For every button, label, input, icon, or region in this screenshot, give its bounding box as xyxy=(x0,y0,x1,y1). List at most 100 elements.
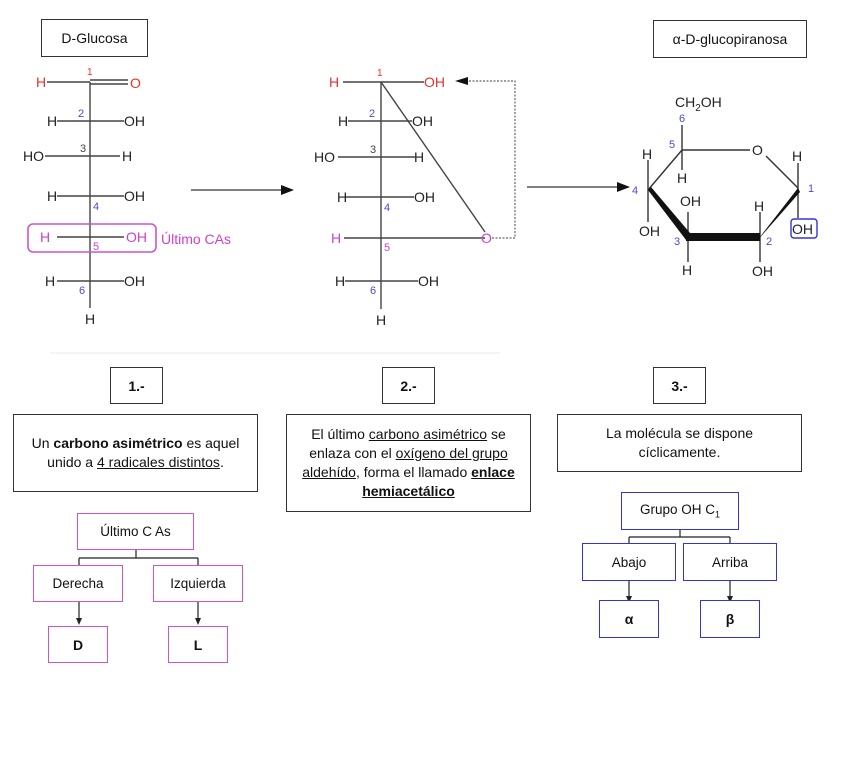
carbon-number: 2 xyxy=(78,108,84,120)
text: Un xyxy=(31,435,54,451)
carbon-number: 3 xyxy=(674,236,680,248)
title-text: D-Glucosa xyxy=(61,30,128,46)
c3-right: H xyxy=(414,149,424,165)
node-label: Grupo OH C1 xyxy=(639,502,721,520)
c6-left: H xyxy=(335,273,345,289)
c4-up: H xyxy=(642,146,652,162)
tree1-left-leaf: D xyxy=(48,626,108,663)
text: El último xyxy=(311,426,369,442)
tree3-right: Arriba xyxy=(683,543,777,581)
carbon-number: 6 xyxy=(370,285,376,297)
c2-left: H xyxy=(338,113,348,129)
carbon-number: 2 xyxy=(766,236,772,248)
carbon-number: 6 xyxy=(679,113,685,125)
c5-down: H xyxy=(677,170,687,186)
c3-left: HO xyxy=(314,149,335,165)
arrow-down-icon xyxy=(626,596,632,603)
text: . xyxy=(219,454,224,470)
carbon-number: 5 xyxy=(669,139,675,151)
fischer-hemiacetal xyxy=(338,80,516,309)
arrow-down-icon xyxy=(195,618,201,625)
carbon-number: 1 xyxy=(808,183,814,195)
carbon-number: 4 xyxy=(632,185,638,197)
c1-left: H xyxy=(329,74,339,90)
ring-oxygen: O xyxy=(752,142,763,158)
ring-oxygen: O xyxy=(481,230,492,246)
haworth-ring xyxy=(647,125,799,262)
c5-right: OH xyxy=(126,229,147,245)
c2-right: OH xyxy=(124,113,145,129)
c4-left: H xyxy=(337,189,347,205)
node-label: α xyxy=(624,611,634,627)
carbon-number: 3 xyxy=(80,143,86,155)
arrow-right-icon xyxy=(191,185,294,195)
title-d-glucosa: D-Glucosa xyxy=(41,19,148,57)
title-alpha-d-glucopiranosa: α-D-glucopiranosa xyxy=(653,20,807,58)
c3-down: H xyxy=(682,262,692,278)
fischer-open-chain xyxy=(27,79,157,308)
tree1-right: Izquierda xyxy=(153,565,243,602)
c2-right: OH xyxy=(412,113,433,129)
tree1-right-leaf: L xyxy=(168,626,228,663)
c4-right: OH xyxy=(124,188,145,204)
underlined-term: carbono asimétrico xyxy=(368,426,488,442)
wedge-bond xyxy=(686,233,760,241)
bottom-h: H xyxy=(85,311,95,327)
underlined-term: 4 radicales distintos xyxy=(96,454,220,470)
carbon-number: 6 xyxy=(79,285,85,297)
step-label: 2.- xyxy=(400,377,417,394)
c5-left: H xyxy=(40,229,50,245)
title-text: α-D-glucopiranosa xyxy=(672,31,788,47)
c3-left: HO xyxy=(23,148,44,164)
tree3-root: Grupo OH C1 xyxy=(621,492,739,530)
c6-left: H xyxy=(45,273,55,289)
arrow-down-icon xyxy=(76,618,82,625)
carbon-number: 1 xyxy=(87,67,93,78)
tree3-connectors xyxy=(628,529,731,598)
carbon-number: 2 xyxy=(369,108,375,120)
tree1-left: Derecha xyxy=(33,565,123,602)
c1-o: O xyxy=(130,75,141,91)
ultimo-cas-label: Último CAs xyxy=(161,231,231,247)
tree1-connectors xyxy=(78,549,199,620)
text: se enlaza con el xyxy=(309,426,506,461)
node-label: β xyxy=(725,611,735,627)
underlined-term: oxígeno del grupo aldehído xyxy=(302,445,508,480)
oh-highlight-box xyxy=(790,218,818,239)
c1-up: H xyxy=(792,148,802,164)
carbon-number: 3 xyxy=(370,144,376,156)
bottom-h: H xyxy=(376,312,386,328)
text: La molécula se dispone cíclicamente. xyxy=(605,425,754,460)
step-label: 3.- xyxy=(671,377,688,394)
c1-right: OH xyxy=(424,74,445,90)
description-1: Un carbono asimétrico es aquel unido a 4… xyxy=(13,414,258,492)
bold-underlined-term: enlace hemiacetálico xyxy=(362,464,515,499)
text: , forma el llamado xyxy=(355,464,472,480)
c3-up: OH xyxy=(680,193,701,209)
node-label: Arriba xyxy=(711,554,748,570)
wedge-bond xyxy=(757,188,800,241)
c5-left: H xyxy=(331,230,341,246)
carbon-number: 1 xyxy=(377,68,383,79)
bold-term: carbono asimétrico xyxy=(53,435,183,451)
c4-left: H xyxy=(47,188,57,204)
c1-down: OH xyxy=(792,221,813,237)
step-1-box: 1.- xyxy=(110,367,163,404)
node-label: D xyxy=(72,636,84,653)
ch2oh-label: CH2OH xyxy=(675,94,722,114)
c4-right: OH xyxy=(414,189,435,205)
carbon-number: 5 xyxy=(93,241,99,253)
c4-down: OH xyxy=(639,223,660,239)
arrow-left-icon xyxy=(455,77,468,85)
step-2-box: 2.- xyxy=(382,367,435,404)
carbon-number: 4 xyxy=(93,201,99,213)
step-3-box: 3.- xyxy=(653,367,706,404)
carbon-number: 4 xyxy=(384,202,390,214)
wedge-bond xyxy=(648,187,690,240)
node-label: Izquierda xyxy=(170,576,226,591)
node-label: Último C As xyxy=(100,524,171,539)
step-label: 1.- xyxy=(128,377,145,394)
node-label: Derecha xyxy=(52,576,104,591)
tree3-left-leaf: α xyxy=(599,600,659,638)
